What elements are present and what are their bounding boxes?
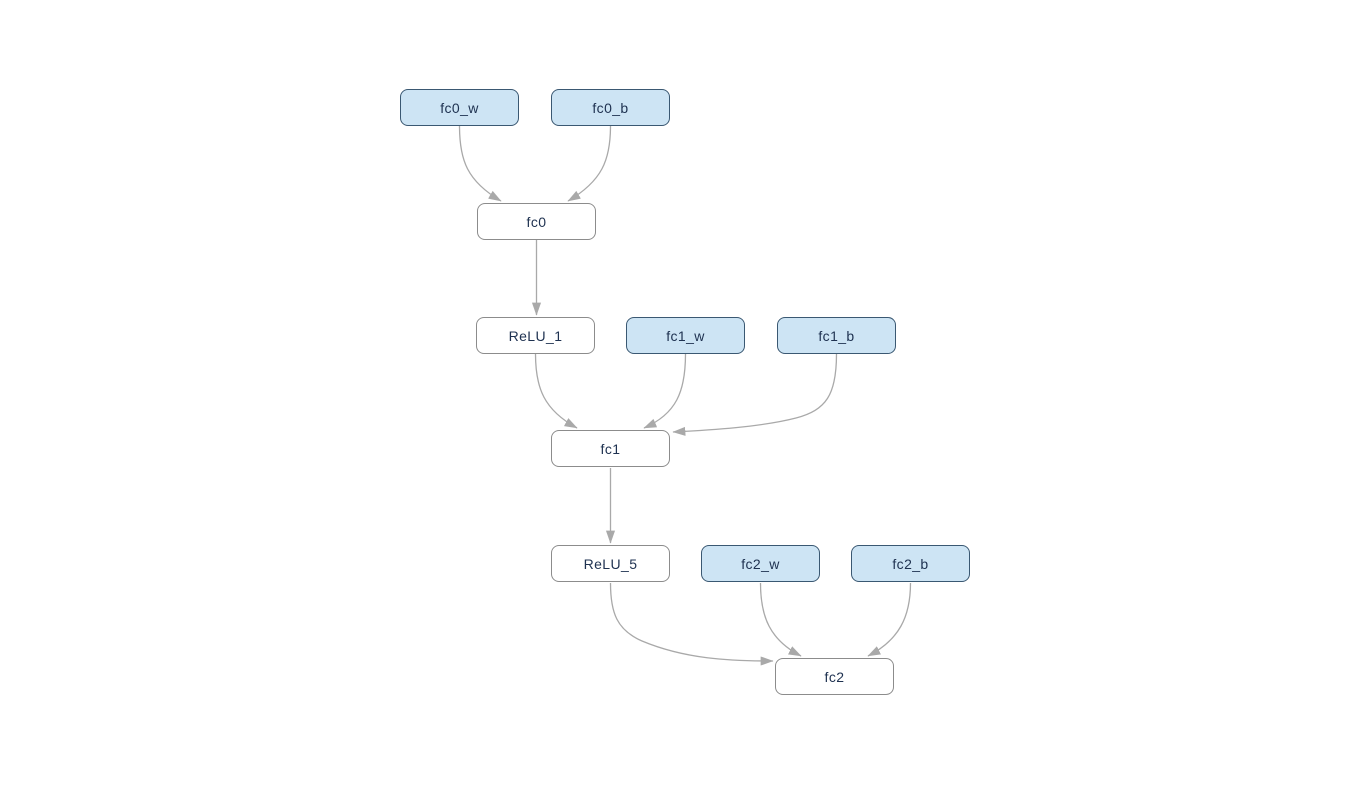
node-label: fc2_w bbox=[741, 555, 780, 572]
node-fc0-b[interactable]: fc0_b bbox=[551, 89, 670, 126]
edge-fc2-w-to-fc2 bbox=[759, 582, 802, 657]
node-fc1-b[interactable]: fc1_b bbox=[777, 317, 896, 354]
node-fc0-w[interactable]: fc0_w bbox=[400, 89, 519, 126]
node-fc2[interactable]: fc2 bbox=[775, 658, 894, 695]
edge-fc1-w-to-fc1 bbox=[643, 353, 687, 429]
node-label: fc1_w bbox=[666, 327, 705, 344]
node-label: fc2_b bbox=[892, 555, 929, 572]
node-label: fc0_w bbox=[440, 99, 479, 116]
node-relu-1[interactable]: ReLU_1 bbox=[476, 317, 595, 354]
edge-fc0-b-to-fc0 bbox=[567, 125, 612, 202]
node-fc2-b[interactable]: fc2_b bbox=[851, 545, 970, 582]
node-label: fc1 bbox=[600, 440, 621, 457]
edge-fc1-b-to-fc1 bbox=[672, 353, 838, 436]
node-label: fc0 bbox=[526, 213, 547, 230]
edge-fc2-b-to-fc2 bbox=[867, 582, 912, 657]
edge-relu-5-to-fc2 bbox=[609, 582, 774, 666]
node-label: fc2 bbox=[824, 668, 845, 685]
node-fc2-w[interactable]: fc2_w bbox=[701, 545, 820, 582]
node-fc1-w[interactable]: fc1_w bbox=[626, 317, 745, 354]
edge-fc0-w-to-fc0 bbox=[458, 125, 502, 202]
node-label: ReLU_1 bbox=[508, 327, 563, 344]
node-label: ReLU_5 bbox=[583, 555, 638, 572]
node-fc1[interactable]: fc1 bbox=[551, 430, 670, 467]
node-relu-5[interactable]: ReLU_5 bbox=[551, 545, 670, 582]
edge-relu-1-to-fc1 bbox=[534, 353, 578, 429]
node-fc0[interactable]: fc0 bbox=[477, 203, 596, 240]
node-label: fc0_b bbox=[592, 99, 629, 116]
node-label: fc1_b bbox=[818, 327, 855, 344]
